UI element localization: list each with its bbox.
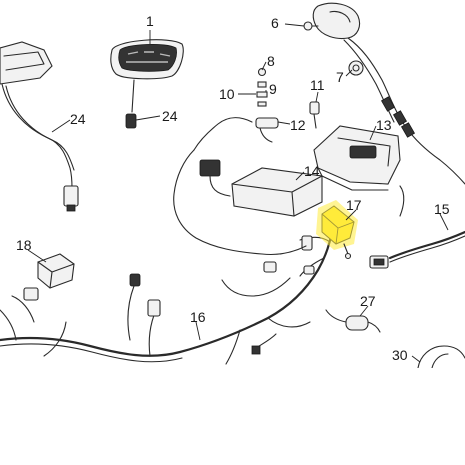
- bottom-right-cable-part: [417, 345, 465, 368]
- callout-6: 6: [271, 15, 279, 31]
- callout-11: 11: [310, 77, 325, 93]
- callout-16: 16: [190, 309, 206, 325]
- nut-part: [348, 60, 364, 76]
- callout-14: 14: [304, 163, 320, 179]
- relay-part-highlighted: [316, 200, 358, 260]
- callout-15: 15: [434, 201, 450, 217]
- callout-24-center: 24: [162, 108, 178, 124]
- callout-13: 13: [376, 117, 392, 133]
- callout-9: 9: [269, 81, 277, 97]
- callout-7: 7: [336, 69, 344, 85]
- callout-12: 12: [290, 117, 306, 133]
- control-unit-part: [199, 159, 323, 217]
- handlebar-switch-part: [312, 2, 465, 185]
- ecu-bracket-part: [313, 125, 401, 191]
- speedometer-display-part: [110, 39, 184, 129]
- sensor-part: [193, 117, 279, 151]
- fuse-holder-part: [325, 309, 381, 333]
- instrument-panel-part: [0, 41, 79, 212]
- right-cable-part: [369, 185, 465, 269]
- callout-27: 27: [360, 293, 376, 309]
- callout-labels: 1 6 7 8 9 10 11 12 13 14 15 16 17 18 24 …: [16, 13, 450, 363]
- callout-17: 17: [346, 197, 362, 213]
- main-harness-part: [0, 149, 334, 365]
- leader-lines: [27, 23, 449, 363]
- callout-10: 10: [219, 86, 235, 102]
- callout-18: 18: [16, 237, 32, 253]
- hardware-stack-part: [256, 67, 268, 107]
- callout-24-left: 24: [70, 111, 86, 127]
- small-connector-part: [309, 101, 320, 129]
- regulator-part: [37, 253, 75, 289]
- callout-30: 30: [392, 347, 408, 363]
- callout-8: 8: [267, 53, 275, 69]
- callout-1: 1: [146, 13, 154, 29]
